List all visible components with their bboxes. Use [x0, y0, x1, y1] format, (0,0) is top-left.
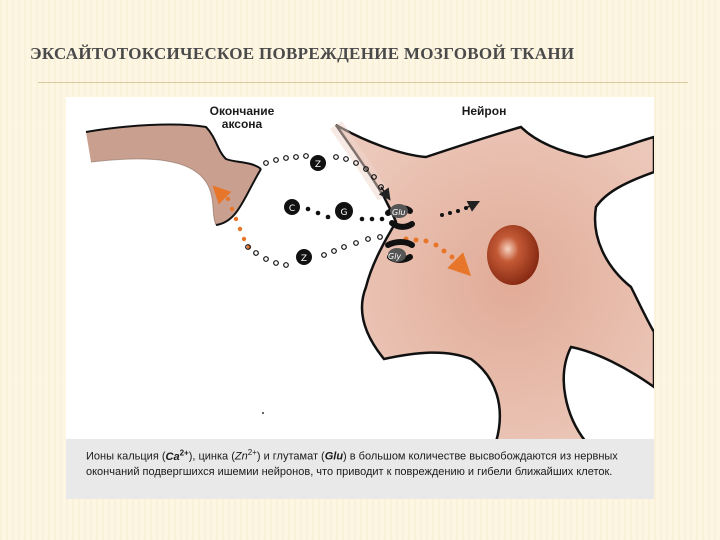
ion-flow-lower: [245, 234, 383, 268]
figure-caption: Ионы кальция (Ca2+), цинка (Zn2+) и глут…: [66, 439, 654, 499]
neuron-cell-body: [334, 123, 654, 442]
receptor-gly-label: Gly: [388, 252, 401, 261]
gly-receptor: [385, 239, 415, 263]
axon-terminal-label: Окончание аксона: [209, 104, 275, 131]
caption-text: Ионы кальция (Ca2+), цинка (Zn2+) и глут…: [86, 448, 618, 478]
axon-terminal: [86, 124, 261, 225]
title-divider: [38, 82, 688, 83]
svg-text:C: C: [289, 204, 295, 214]
diagram-figure: Z C G Z Glu Gly Окончание аксона: [66, 97, 654, 499]
svg-text:Z: Z: [315, 160, 321, 170]
glu-receptor: [385, 204, 415, 230]
slide-title: ЭКСАЙТОТОКСИЧЕСКОЕ ПОВРЕЖДЕНИЕ МОЗГОВОЙ …: [30, 44, 575, 63]
ion-flow-middle: [305, 206, 468, 222]
svg-text:Z: Z: [301, 254, 307, 264]
svg-text:G: G: [341, 208, 348, 218]
excitotoxicity-diagram: Z C G Z Glu Gly: [85, 121, 654, 442]
neuron-nucleus: [487, 225, 539, 285]
zinc-ion-icon: Z: [310, 155, 326, 171]
zinc-ion-lower-icon: Z: [296, 249, 312, 265]
neuron-label: Нейрон: [461, 104, 507, 118]
receptor-glu-label: Glu: [392, 208, 406, 217]
glutamate-icon: G: [335, 202, 353, 220]
calcium-ion-icon: C: [284, 199, 300, 215]
